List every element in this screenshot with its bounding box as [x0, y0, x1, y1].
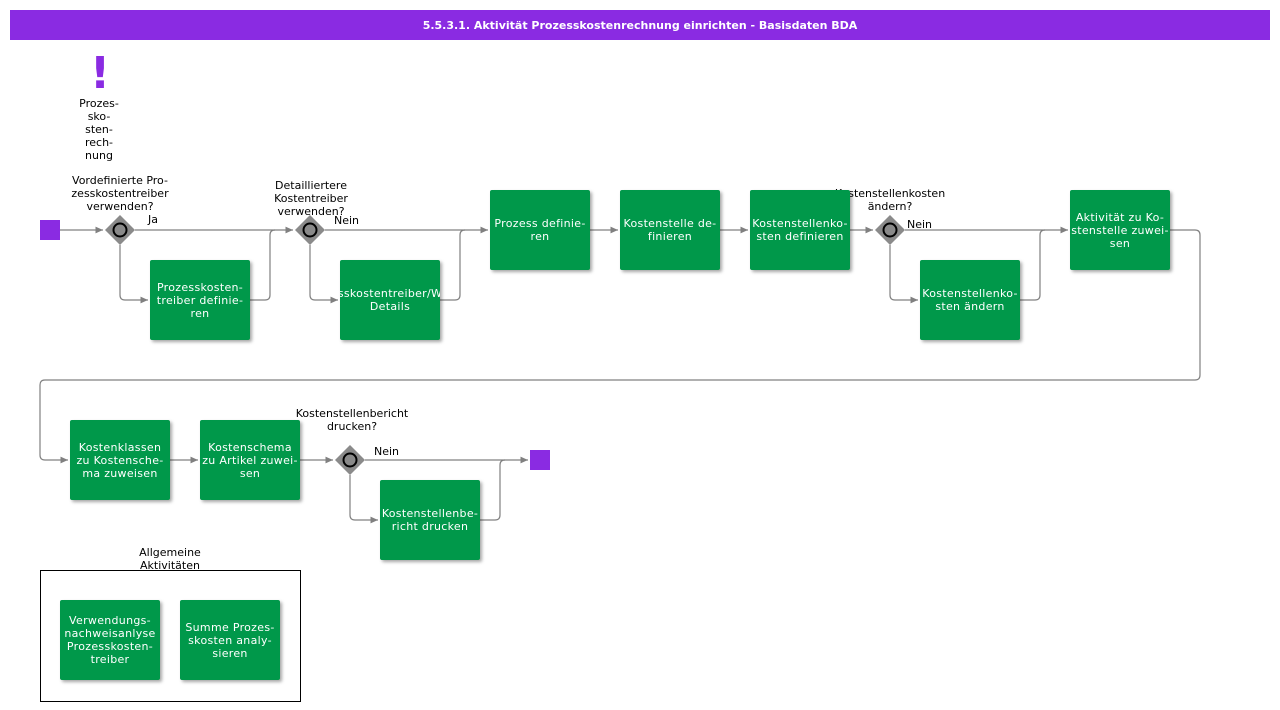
task-kostenstellenkosten-aendern[interactable]: Kostenstellenko- sten ändern	[920, 260, 1020, 340]
gateway-2[interactable]	[295, 215, 325, 245]
note-label: Prozes- sko- sten- rech- nung	[79, 97, 119, 162]
task-prozess-definieren[interactable]: Prozess definie- ren	[490, 190, 590, 270]
task-kostenstellenkosten-definieren[interactable]: Kostenstellenko- sten definieren	[750, 190, 850, 270]
gateway-2-branch-label: Nein	[334, 214, 360, 227]
task-aktivitaet-zu-kostenstelle-zuweisen[interactable]: Aktivität zu Ko- stenstelle zuwei- sen	[1070, 190, 1170, 270]
task-prozesskostentreiber-definieren[interactable]: Prozesskosten- treiber definie- ren	[150, 260, 250, 340]
task-kostenstellenbericht-drucken[interactable]: Kostenstellenbe- richt drucken	[380, 480, 480, 560]
gateway-3-branch-label: Nein	[907, 218, 933, 231]
start-event[interactable]	[40, 220, 60, 240]
task-summe-prozesskosten-analysieren[interactable]: Summe Prozes- skosten analy- sieren	[180, 600, 280, 680]
exclamation-icon: !	[89, 48, 111, 99]
gateway-4[interactable]	[335, 445, 365, 475]
gateway-2-question: Detailliertere Kostentreiber verwenden?	[274, 179, 348, 218]
task-kostenklassen-zuweisen[interactable]: Kostenklassen zu Kostensche- ma zuweisen	[70, 420, 170, 500]
gateway-1-question: Vordefinierte Pro- zesskostentreiber ver…	[71, 174, 169, 213]
group-title: Allgemeine Aktivitäten	[139, 546, 201, 570]
end-event[interactable]	[530, 450, 550, 470]
group-title-clip: Allgemeine Aktivitäten	[110, 546, 230, 570]
task-kostenstelle-definieren[interactable]: Kostenstelle de- finieren	[620, 190, 720, 270]
page-title: 5.5.3.1. Aktivität Prozesskostenrechnung…	[10, 10, 1270, 40]
gateway-1[interactable]	[105, 215, 135, 245]
task-kostentreiber-details[interactable]: sskostentreiber/W Details	[340, 260, 440, 340]
gateway-4-branch-label: Nein	[374, 445, 400, 458]
task-verwendungsnachweisanalyse[interactable]: Verwendungs- nachweisanlyse Prozesskoste…	[60, 600, 160, 680]
gateway-1-branch-label: Ja	[148, 213, 158, 226]
gateway-3-question: Kostenstellenkosten ändern?	[834, 187, 946, 213]
task-kostenschema-zuweisen[interactable]: Kostenschema zu Artikel zuwei- sen	[200, 420, 300, 500]
gateway-4-question: Kostenstellenbericht drucken?	[295, 407, 409, 433]
gateway-3[interactable]	[875, 215, 905, 245]
